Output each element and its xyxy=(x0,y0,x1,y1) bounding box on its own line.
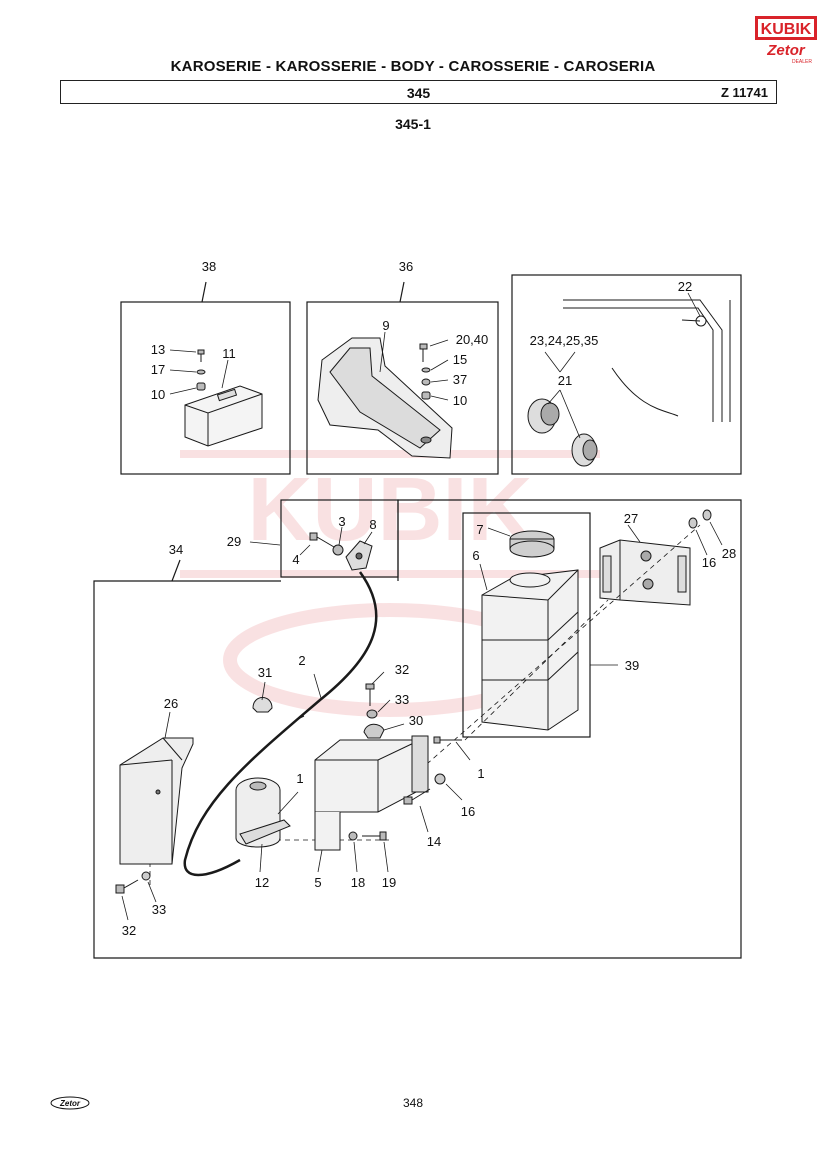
callout-7: 7 xyxy=(476,522,483,537)
logo-sub: Zetor xyxy=(766,42,806,59)
callout-9: 9 xyxy=(382,318,389,333)
callout-18: 18 xyxy=(351,875,365,890)
callout-37: 37 xyxy=(453,372,467,387)
bolt-20-40 xyxy=(419,343,431,400)
callout-36: 36 xyxy=(399,259,413,274)
reservoir-cap-7 xyxy=(509,530,555,558)
nozzle-parts xyxy=(309,532,373,571)
cab-frame-detail xyxy=(563,299,731,422)
hose-part-2 xyxy=(183,571,378,877)
callout-10a: 10 xyxy=(151,387,165,402)
callout-22: 22 xyxy=(678,279,692,294)
bolt-32-set xyxy=(363,683,385,739)
callout-27: 27 xyxy=(624,511,638,526)
callout-1b: 1 xyxy=(477,766,484,781)
callout-26: 26 xyxy=(164,696,178,711)
callout-5: 5 xyxy=(314,875,321,890)
callout-39: 39 xyxy=(625,658,639,673)
kubik-zetor-logo: KUBIK Zetor DEALER xyxy=(755,16,817,65)
main-box-34 xyxy=(93,499,742,959)
callout-12: 12 xyxy=(255,875,269,890)
detail-box-36 xyxy=(306,301,499,475)
callout-34: 34 xyxy=(169,542,183,557)
callout-8: 8 xyxy=(369,517,376,532)
callout-38: 38 xyxy=(202,259,216,274)
bracket-part-27 xyxy=(599,539,691,606)
detail-box-38 xyxy=(120,301,291,475)
callout-16a: 16 xyxy=(702,555,716,570)
callout-17: 17 xyxy=(151,362,165,377)
callout-13: 13 xyxy=(151,342,165,357)
page-title: KAROSERIE - KAROSSERIE - BODY - CAROSSER… xyxy=(170,58,656,75)
bracket-part-5 xyxy=(314,735,429,851)
bolt-14 xyxy=(403,773,446,805)
reservoir-part-6 xyxy=(481,569,579,731)
callout-29: 29 xyxy=(227,534,241,549)
callout-2: 2 xyxy=(298,653,305,668)
cover-part-26 xyxy=(119,737,194,865)
drawing-code: Z 11741 xyxy=(721,85,768,100)
callout-33a: 33 xyxy=(395,692,409,707)
detail-box-39 xyxy=(462,512,591,738)
callout-30: 30 xyxy=(409,713,423,728)
bolt-32-bottom xyxy=(115,871,151,894)
callout-11: 11 xyxy=(222,346,236,361)
callout-21: 21 xyxy=(558,373,572,388)
callout-19: 19 xyxy=(382,875,396,890)
callout-15: 15 xyxy=(453,352,467,367)
callout-28: 28 xyxy=(722,546,736,561)
callout-3: 3 xyxy=(338,514,345,529)
callout-32b: 32 xyxy=(122,923,136,938)
callout-10b: 10 xyxy=(453,393,467,408)
group-number-box: 345 Z 11741 xyxy=(60,80,777,104)
console-part-9 xyxy=(317,337,453,459)
bolt-13 xyxy=(196,349,206,391)
callout-6: 6 xyxy=(472,548,479,563)
callout-33b: 33 xyxy=(152,902,166,917)
callout-23-24-25-35: 23,24,25,35 xyxy=(530,333,599,348)
callout-20-40: 20,40 xyxy=(456,332,489,347)
logo-brand: KUBIK xyxy=(761,21,812,38)
detail-box-22 xyxy=(511,274,742,475)
clip-part-31 xyxy=(252,697,273,713)
zetor-footer-logo: Zetor xyxy=(50,1096,90,1110)
page-number: 348 xyxy=(402,1096,424,1110)
callout-16b: 16 xyxy=(461,804,475,819)
callout-1a: 1 xyxy=(296,771,303,786)
knob-21 xyxy=(527,398,598,467)
pump-part-12 xyxy=(235,777,299,848)
section-number: 345-1 xyxy=(395,116,431,132)
callout-14: 14 xyxy=(427,834,441,849)
logo-tag: DEALER xyxy=(792,59,812,65)
footer-brand: Zetor xyxy=(59,1099,81,1108)
group-number: 345 xyxy=(406,85,431,101)
callout-31: 31 xyxy=(258,665,272,680)
callout-4: 4 xyxy=(292,552,299,567)
toolbox-part-11 xyxy=(184,385,263,447)
callout-32a: 32 xyxy=(395,662,409,677)
